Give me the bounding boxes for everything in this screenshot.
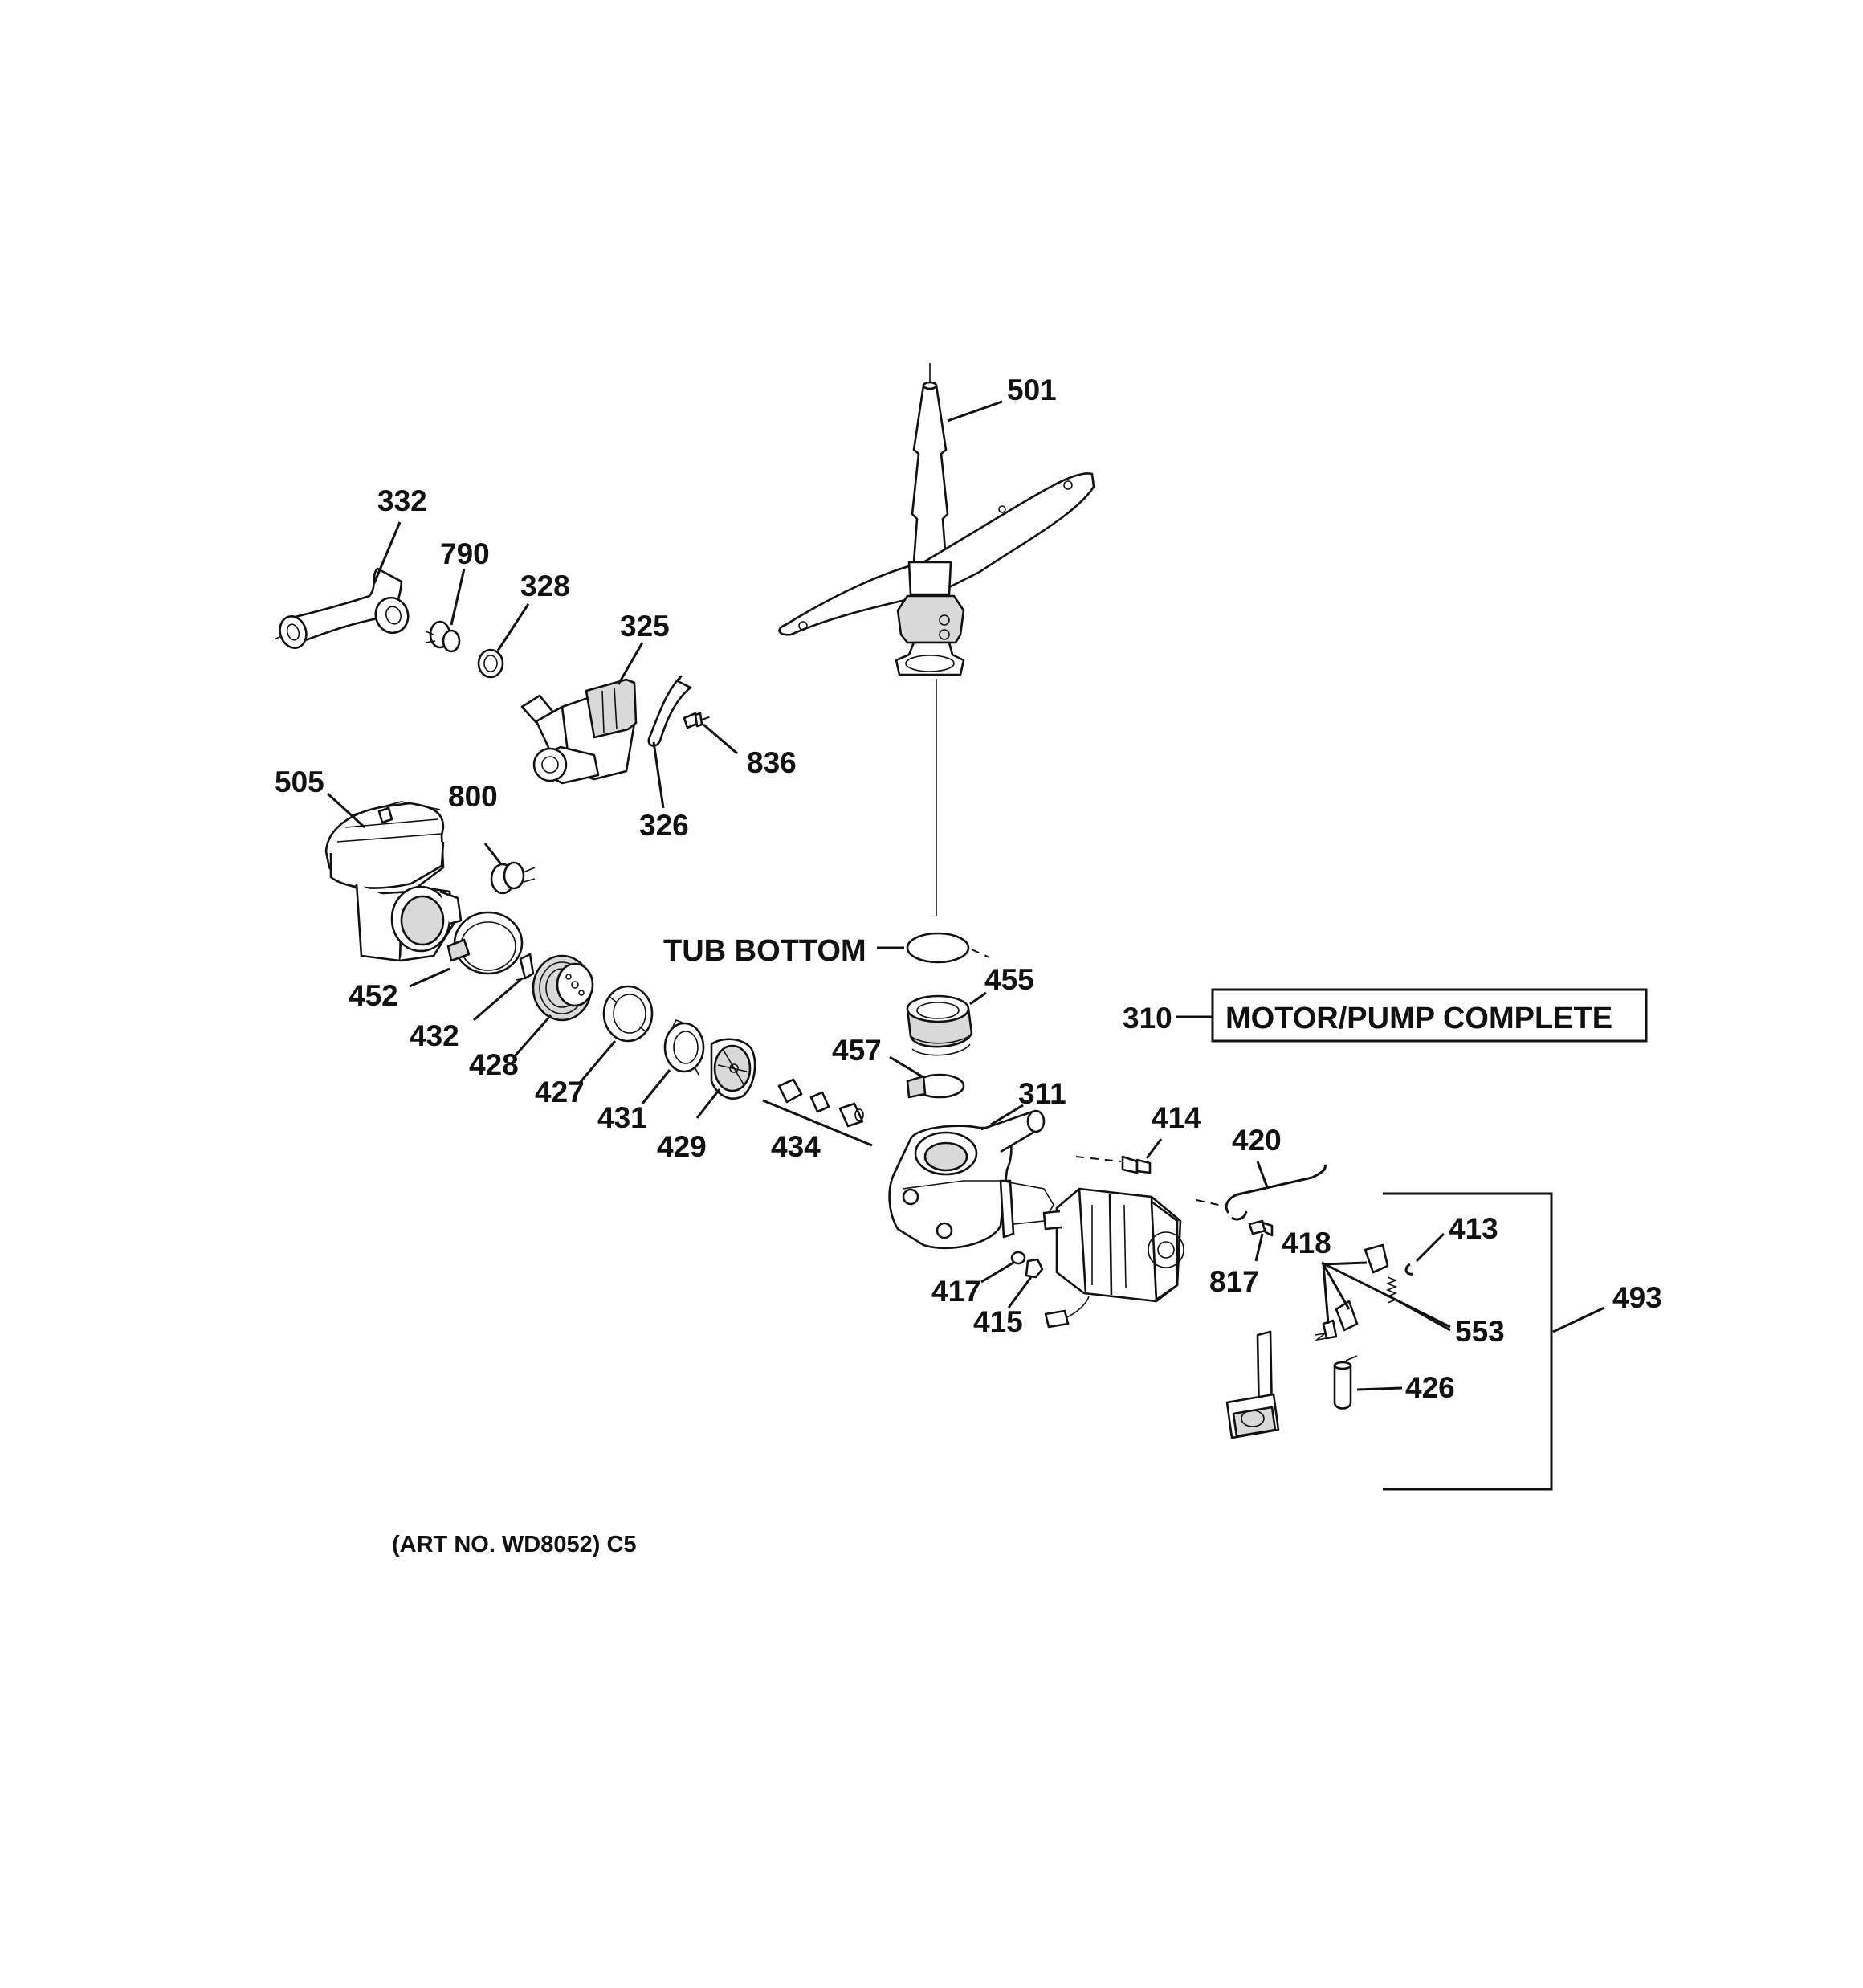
part-418-bracket: [1322, 1243, 1389, 1340]
part-413-clip: [1404, 1263, 1414, 1276]
part-428-filter: [532, 954, 594, 1022]
part-325-drain-pump: [520, 678, 638, 785]
label-414: 414: [1152, 1101, 1201, 1134]
label-457: 457: [832, 1034, 882, 1067]
part-415-nut: [1025, 1258, 1044, 1279]
part-836-screw: [683, 712, 712, 729]
label-328: 328: [520, 569, 570, 602]
part-311-pump-housing: [888, 1109, 1054, 1250]
label-501: 501: [1007, 374, 1057, 406]
part-332-hose: [274, 567, 410, 649]
label-431: 431: [597, 1101, 647, 1134]
label-505: 505: [275, 765, 324, 798]
label-310: 310: [1123, 1002, 1172, 1035]
label-455: 455: [984, 963, 1034, 996]
label-790: 790: [440, 537, 490, 570]
label-415: 415: [973, 1305, 1023, 1338]
part-328-ring: [477, 648, 504, 679]
label-817: 817: [1209, 1265, 1259, 1298]
part-455-seal: [906, 932, 973, 1056]
part-326-clip: [647, 675, 692, 747]
label-836: 836: [747, 746, 797, 779]
label-420: 420: [1232, 1124, 1282, 1157]
motor-pump-complete-box: [1211, 988, 1648, 1043]
part-420-rod: [1196, 1164, 1327, 1221]
part-501-spray-arm: [778, 363, 1095, 916]
part-414-screw: [1075, 1155, 1152, 1174]
leader-lines: [326, 400, 1605, 1391]
part-800-clamp: [490, 861, 536, 895]
label-426: 426: [1405, 1371, 1455, 1404]
label-326: 326: [639, 809, 689, 842]
label-motor-pump-complete: MOTOR/PUMP COMPLETE: [1225, 1002, 1612, 1035]
part-426-plunger: [1333, 1355, 1358, 1410]
label-tub-bottom: TUB BOTTOM: [663, 934, 866, 968]
part-motor: [1042, 1187, 1184, 1329]
label-800: 800: [448, 780, 498, 813]
label-428: 428: [469, 1048, 519, 1081]
label-413: 413: [1449, 1212, 1498, 1245]
label-452: 452: [349, 979, 398, 1012]
part-505-sump: [324, 801, 463, 962]
label-417: 417: [932, 1275, 981, 1308]
part-431-retainer: [663, 1018, 705, 1076]
label-311: 311: [1018, 1077, 1066, 1110]
label-553: 553: [1455, 1315, 1505, 1348]
label-429: 429: [657, 1130, 707, 1163]
part-452-clamp-ring: [446, 911, 524, 975]
part-434-fasteners: [762, 1078, 873, 1147]
label-434: 434: [771, 1130, 821, 1163]
part-790-clamp: [425, 620, 461, 653]
part-457-clamp: [906, 1073, 965, 1099]
label-493: 493: [1612, 1281, 1662, 1314]
label-432: 432: [410, 1019, 459, 1052]
label-325: 325: [620, 610, 670, 643]
label-418: 418: [1282, 1227, 1331, 1259]
bracket-493: [1383, 1192, 1553, 1491]
label-427: 427: [535, 1076, 585, 1108]
part-417-washer: [1010, 1251, 1026, 1265]
part-817-screw: [1248, 1219, 1274, 1237]
art-number: (ART NO. WD8052) C5: [392, 1532, 637, 1557]
part-427-ring: [602, 985, 654, 1043]
part-solenoid-frame: [1225, 1330, 1280, 1439]
label-332: 332: [377, 484, 427, 517]
part-429-impeller: [710, 1038, 756, 1100]
